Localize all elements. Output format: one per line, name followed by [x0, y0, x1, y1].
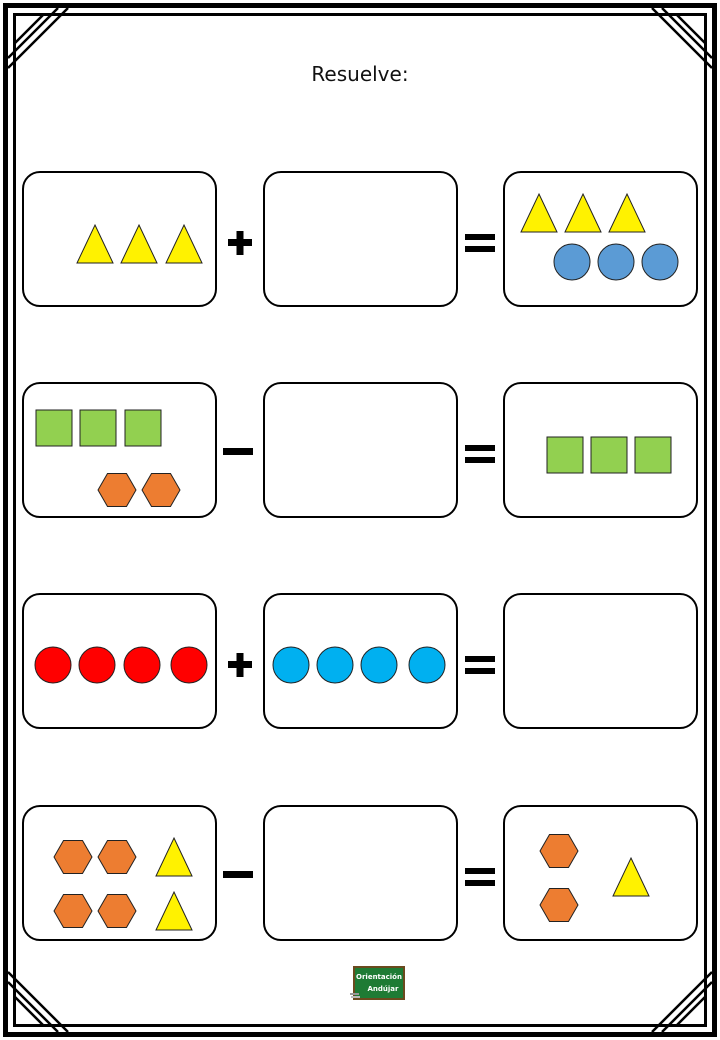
yellow-triangle-icon [520, 192, 558, 233]
orange-hexagon-icon [97, 840, 137, 874]
problem-1-result-box [503, 171, 698, 307]
page-title: Resuelve: [311, 62, 409, 86]
yellow-triangle-icon [612, 856, 650, 897]
green-square-icon [124, 409, 162, 447]
yellow-triangle-icon [608, 192, 646, 233]
blue-circle-icon [641, 243, 679, 281]
orange-hexagon-icon [97, 473, 137, 507]
problem-2-right-shapes [546, 436, 672, 474]
problem-1-left-box [22, 171, 217, 307]
orange-hexagon-icon [539, 834, 579, 868]
minus-icon [223, 448, 253, 455]
green-square-icon [634, 436, 672, 474]
yellow-triangle-icon [155, 836, 193, 877]
problem-4-answer-box[interactable] [263, 805, 458, 941]
problem-4-left-shapes [53, 836, 193, 931]
equals-icon [465, 234, 495, 252]
cyan-circle-icon [408, 646, 446, 684]
problem-4-right-shapes [539, 834, 650, 922]
yellow-triangle-icon [120, 223, 158, 264]
problem-2-result-box [503, 382, 698, 518]
orientacion-andujar-logo: Orientación Andújar [350, 966, 405, 1000]
problem-1-middle-shapes [265, 173, 460, 309]
logo-text-line1: Orientación [356, 973, 402, 981]
problem-1-left-shapes [76, 223, 203, 264]
orange-hexagon-icon [97, 894, 137, 928]
equals-icon [465, 868, 495, 886]
page-border-outer [3, 3, 717, 1037]
equals-icon [465, 656, 495, 674]
problem-3-answer-box[interactable] [503, 593, 698, 729]
plus-icon [228, 231, 252, 255]
green-square-icon [590, 436, 628, 474]
page-border-inner [13, 13, 707, 1027]
problem-2-answer-box[interactable] [263, 382, 458, 518]
green-square-icon [546, 436, 584, 474]
logo-text-line2: Andújar [368, 985, 400, 993]
yellow-triangle-icon [155, 890, 193, 931]
cyan-circle-icon [316, 646, 354, 684]
problem-3-right-shapes [505, 595, 700, 731]
problem-4-middle-shapes [265, 807, 460, 943]
problem-3-middle-box [263, 593, 458, 729]
plus-icon [228, 653, 252, 677]
cyan-circle-icon [272, 646, 310, 684]
problem-4-left-box [22, 805, 217, 941]
yellow-triangle-icon [564, 192, 602, 233]
orange-hexagon-icon [141, 473, 181, 507]
orange-hexagon-icon [539, 888, 579, 922]
problem-3-left-box [22, 593, 217, 729]
red-circle-icon [78, 646, 116, 684]
problem-3-left-shapes [34, 646, 208, 684]
green-square-icon [79, 409, 117, 447]
problem-2-left-shapes [35, 409, 181, 507]
yellow-triangle-icon [165, 223, 203, 264]
blue-circle-icon [553, 243, 591, 281]
problem-2-left-box [22, 382, 217, 518]
green-square-icon [35, 409, 73, 447]
minus-icon [223, 871, 253, 878]
orange-hexagon-icon [53, 840, 93, 874]
problem-1-right-shapes [520, 192, 679, 281]
problem-4-result-box [503, 805, 698, 941]
red-circle-icon [34, 646, 72, 684]
yellow-triangle-icon [76, 223, 114, 264]
cyan-circle-icon [360, 646, 398, 684]
red-circle-icon [123, 646, 161, 684]
red-circle-icon [170, 646, 208, 684]
problem-1-answer-box[interactable] [263, 171, 458, 307]
problem-3-middle-shapes [272, 646, 446, 684]
problem-2-middle-shapes [265, 384, 460, 520]
equals-icon [465, 445, 495, 463]
blue-circle-icon [597, 243, 635, 281]
orange-hexagon-icon [53, 894, 93, 928]
